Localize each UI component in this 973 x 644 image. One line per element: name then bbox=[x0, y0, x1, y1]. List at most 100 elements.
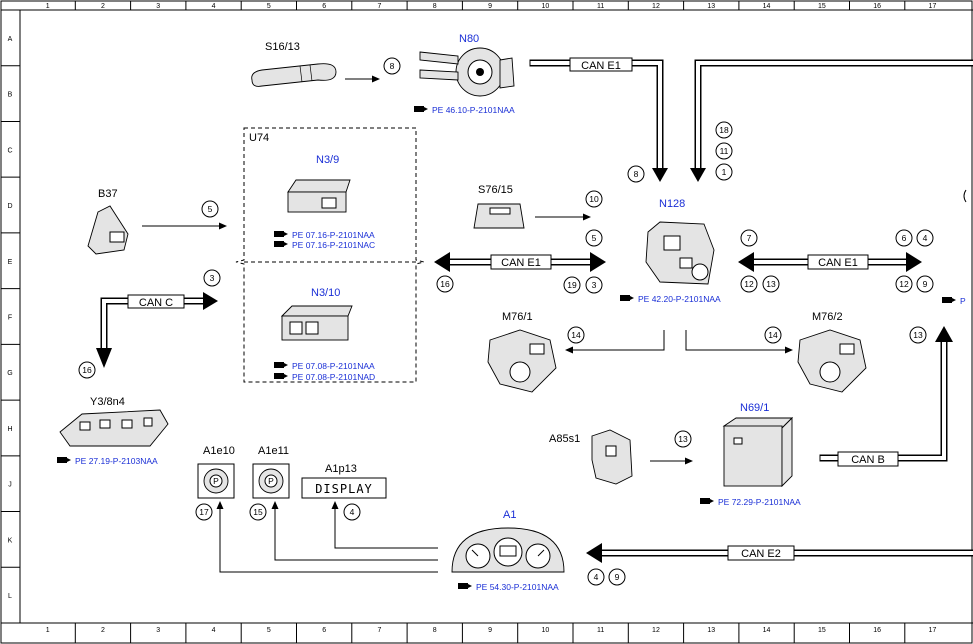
svg-text:14: 14 bbox=[768, 330, 778, 340]
book-hand-icon bbox=[274, 231, 288, 237]
can-e1-middle-bus: CAN E1 16 19 3 5 bbox=[434, 229, 606, 294]
book-hand-icon bbox=[414, 106, 428, 112]
grid-column-label: 7 bbox=[377, 3, 381, 10]
can-e1-top-bus: CAN E1 bbox=[529, 57, 668, 182]
svg-text:16: 16 bbox=[440, 279, 450, 289]
svg-text:7: 7 bbox=[747, 233, 752, 243]
can-e1-top-right-bus bbox=[690, 59, 973, 182]
s76-15-component: S76/15 10 bbox=[473, 184, 603, 229]
indicator-lamp-icon: P bbox=[252, 463, 290, 499]
grid-row-label: E bbox=[8, 259, 13, 266]
svg-text:9: 9 bbox=[923, 279, 928, 289]
y3-8n4-label: Y3/8n4 bbox=[90, 396, 125, 408]
y3-8n4-component: Y3/8n4 PE 27.19-P-2103NAA bbox=[57, 396, 169, 466]
book-hand-icon bbox=[274, 373, 288, 379]
grid-column-label: 2 bbox=[101, 627, 105, 634]
grid-column-label: 11 bbox=[597, 627, 604, 634]
n3-10-reference-1: PE 07.08-P-2101NAA bbox=[274, 361, 375, 371]
a1e10-label: A1e10 bbox=[203, 445, 235, 457]
grid-column-label: 5 bbox=[267, 3, 271, 10]
book-hand-icon bbox=[700, 498, 714, 504]
grid-row-label: K bbox=[8, 537, 13, 544]
m76-1-label: M76/1 bbox=[502, 311, 533, 323]
can-e2-label: CAN E2 bbox=[741, 548, 781, 560]
n80-label: N80 bbox=[459, 33, 479, 45]
grid-column-label: 3 bbox=[156, 3, 160, 10]
book-hand-icon bbox=[57, 457, 71, 463]
svg-text:10: 10 bbox=[589, 194, 599, 204]
n69-1-reference: PE 72.29-P-2101NAA bbox=[700, 497, 801, 507]
svg-text:PE 54.30-P-2101NAA: PE 54.30-P-2101NAA bbox=[476, 582, 559, 592]
grid-column-label: 8 bbox=[433, 3, 437, 10]
can-e1-right-bus: CAN E1 7 12 13 6 4 12 9 P bbox=[738, 229, 966, 306]
grid-column-label: 4 bbox=[212, 627, 216, 634]
n128-component: N128 PE 42.20-P-2101NAA bbox=[620, 198, 721, 304]
can-e1-top-label: CAN E1 bbox=[581, 60, 621, 72]
display-screen bbox=[301, 477, 387, 499]
grid-column-label: 10 bbox=[541, 3, 549, 10]
book-hand-icon bbox=[942, 297, 956, 303]
parking-brake-control-unit-icon bbox=[645, 221, 715, 285]
svg-text:12: 12 bbox=[744, 279, 754, 289]
grid-column-label: 14 bbox=[763, 627, 771, 634]
can-e2-bus: CAN E2 4 9 bbox=[586, 543, 973, 586]
book-hand-icon bbox=[274, 241, 288, 247]
arrow-n128-to-m76-2 bbox=[685, 330, 793, 354]
book-hand-icon bbox=[458, 583, 472, 589]
grid-column-label: 9 bbox=[488, 3, 492, 10]
a1e11-label: A1e11 bbox=[258, 445, 289, 457]
a1p13-component: A1p13 DISPLAY 4 bbox=[301, 463, 387, 521]
svg-text:PE 07.16-P-2101NAA: PE 07.16-P-2101NAA bbox=[292, 230, 375, 240]
can-b-label: CAN B bbox=[851, 454, 885, 466]
svg-text:15: 15 bbox=[253, 507, 263, 517]
grid-column-label: 17 bbox=[929, 627, 937, 634]
svg-text:5: 5 bbox=[592, 233, 597, 243]
arrow-n128-to-m76-1 bbox=[565, 330, 665, 354]
grid-column-label: 1 bbox=[46, 627, 50, 634]
grid-column-label: 4 bbox=[212, 3, 216, 10]
door-control-module-icon bbox=[722, 416, 794, 488]
n3-9-reference-2: PE 07.16-P-2101NAC bbox=[274, 240, 375, 250]
svg-text:PE 07.16-P-2101NAC: PE 07.16-P-2101NAC bbox=[292, 240, 375, 250]
offscreen-component-edge bbox=[963, 189, 967, 203]
svg-text:18: 18 bbox=[719, 125, 729, 135]
n3-10-reference-2: PE 07.08-P-2101NAD bbox=[274, 372, 375, 382]
grid-column-label: 17 bbox=[929, 3, 937, 10]
grid-column-label: 16 bbox=[873, 3, 881, 10]
n3-9-reference-1: PE 07.16-P-2101NAA bbox=[274, 230, 375, 240]
svg-text:PE 72.29-P-2101NAA: PE 72.29-P-2101NAA bbox=[718, 497, 801, 507]
grid-row-label: C bbox=[7, 147, 12, 154]
svg-text:3: 3 bbox=[210, 273, 215, 283]
y3-8n4-reference: PE 27.19-P-2103NAA bbox=[57, 456, 158, 466]
svg-text:1: 1 bbox=[722, 167, 727, 177]
grid-column-label: 1 bbox=[46, 3, 50, 10]
svg-text:4: 4 bbox=[594, 572, 599, 582]
svg-text:PE 42.20-P-2101NAA: PE 42.20-P-2101NAA bbox=[638, 294, 721, 304]
door-lock-switch-icon bbox=[591, 429, 633, 485]
a1-output-lines bbox=[216, 501, 438, 573]
steering-column-module-icon bbox=[419, 47, 515, 97]
accelerator-pedal-icon bbox=[87, 205, 129, 255]
svg-text:P: P bbox=[268, 476, 274, 486]
signals-near-n128-top: 18 11 1 8 bbox=[627, 121, 733, 183]
n3-9-label: N3/9 bbox=[316, 154, 339, 166]
svg-text:PE 07.08-P-2101NAD: PE 07.08-P-2101NAD bbox=[292, 372, 375, 382]
grid-column-label: 16 bbox=[873, 627, 881, 634]
a1e10-component: A1e10 P 17 bbox=[195, 445, 235, 521]
can-b-bus: CAN B 13 bbox=[819, 326, 953, 467]
s16-13-component: S16/13 8 bbox=[251, 41, 401, 87]
n69-1-component: N69/1 PE 72.29-P-2101NAA bbox=[700, 402, 801, 507]
a1-component: A1 PE 54.30-P-2101NAA bbox=[451, 509, 565, 592]
n3-10-label: N3/10 bbox=[311, 287, 340, 299]
grid-column-label: 2 bbox=[101, 3, 105, 10]
grid-column-label: 15 bbox=[818, 3, 826, 10]
svg-text:9: 9 bbox=[615, 572, 620, 582]
a1-label: A1 bbox=[503, 509, 516, 521]
grid-row-label: F bbox=[8, 315, 12, 322]
svg-text:4: 4 bbox=[350, 507, 355, 517]
can-c-label: CAN C bbox=[139, 297, 173, 309]
